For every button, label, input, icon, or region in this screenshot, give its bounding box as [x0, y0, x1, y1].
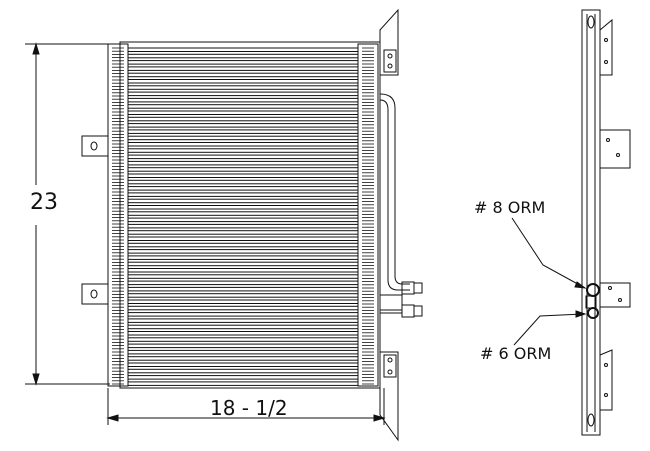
height-dimension-label: 23: [30, 190, 58, 215]
fin-tube: [127, 173, 359, 178]
width-dimension: [106, 388, 386, 425]
fin-tube: [127, 72, 359, 78]
fin-tube: [127, 261, 359, 267]
width-dimension-label: 18 - 1/2: [210, 396, 288, 420]
fin-tube: [127, 331, 359, 336]
fin-tube: [127, 349, 359, 355]
fin-tube: [127, 198, 359, 204]
fin-tube: [127, 356, 359, 361]
right-bracket-bottom: [379, 351, 399, 442]
leader-lines: [511, 217, 587, 346]
fin-tube: [127, 66, 359, 71]
fin-tube: [127, 97, 359, 103]
fin-tube: [127, 268, 359, 273]
fin-tube: [127, 293, 359, 298]
fin-tube: [127, 223, 359, 229]
tank-hatching: [112, 47, 374, 385]
fin-tube: [127, 110, 359, 115]
core-frame: [119, 41, 381, 389]
fin-tube: [127, 381, 359, 386]
fin-tube: [127, 104, 359, 109]
fin-tube: [127, 324, 359, 330]
fin-tube: [127, 280, 359, 286]
fin-tube: [127, 312, 359, 317]
fin-tube: [127, 249, 359, 254]
fin-tube: [127, 343, 359, 349]
fin-tube: [127, 129, 359, 134]
fin-tube: [127, 85, 359, 90]
fin-tube: [127, 192, 359, 197]
fin-tube: [127, 116, 359, 122]
fin-tube: [127, 286, 359, 292]
fin-tube: [127, 60, 359, 65]
side-view: [581, 9, 631, 436]
fin-tube: [127, 123, 359, 128]
fin-tube: [127, 362, 359, 367]
right-tank: [357, 43, 379, 387]
fin-tube: [127, 53, 359, 59]
fin-tube: [127, 274, 359, 279]
fin-tube: [127, 305, 359, 311]
fin-tube: [127, 167, 359, 172]
fin-tube: [127, 79, 359, 84]
fin-tube: [127, 205, 359, 210]
callout-6-orm: # 6 ORM: [480, 344, 552, 363]
fin-tube: [127, 91, 359, 97]
fin-tube: [127, 154, 359, 160]
fin-tube: [127, 211, 359, 216]
callout-8-orm: # 8 ORM: [474, 198, 546, 217]
left-tank: [107, 43, 129, 387]
fin-tube: [127, 47, 359, 52]
fin-tube: [127, 217, 359, 223]
fin-tube: [127, 148, 359, 153]
fin-tube: [127, 255, 359, 260]
fin-tube: [127, 230, 359, 235]
fin-tube: [127, 160, 359, 166]
right-bracket-top: [379, 8, 399, 76]
refrigerant-pipe: [379, 93, 423, 318]
left-bracket-lower: [81, 283, 109, 305]
fin-tube: [127, 142, 359, 147]
fin-tube: [127, 337, 359, 342]
fin-tube: [127, 179, 359, 185]
fin-tube: [127, 299, 359, 304]
fin-tube: [127, 375, 359, 380]
fin-tube: [127, 318, 359, 323]
orm-fittings: [585, 283, 600, 319]
fin-tube: [127, 186, 359, 191]
core-fins: [127, 47, 359, 386]
fin-tube: [127, 236, 359, 241]
fin-tube: [127, 368, 359, 374]
height-dimension: [25, 42, 110, 386]
left-bracket-upper: [81, 135, 109, 157]
fin-tube: [127, 135, 359, 141]
fin-tube: [127, 242, 359, 248]
